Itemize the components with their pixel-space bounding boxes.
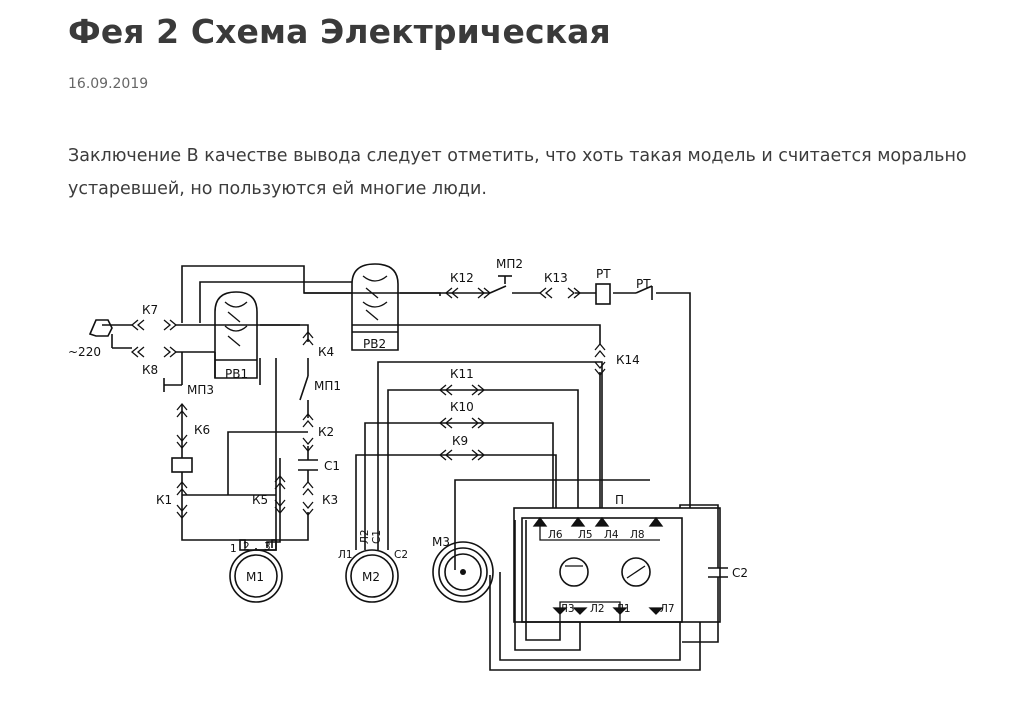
label-c2: С2 bbox=[732, 566, 748, 580]
label-m2-c1: С1 bbox=[371, 530, 383, 544]
page-title: Фея 2 Схема Электрическая bbox=[68, 12, 611, 51]
label-k14: К14 bbox=[616, 353, 640, 367]
motor-m3 bbox=[432, 541, 494, 603]
label-m1-t2: 2 bbox=[243, 541, 250, 553]
label-k1: К1 bbox=[156, 493, 172, 507]
label-m2-l1: Л1 bbox=[338, 549, 353, 561]
label-l4: Л4 bbox=[604, 529, 619, 541]
switch-mp2 bbox=[489, 275, 512, 294]
switch-mp3 bbox=[163, 378, 182, 392]
thermal-relay-rt bbox=[595, 283, 653, 305]
capacitor-c2 bbox=[708, 567, 728, 578]
program-switch-p bbox=[513, 507, 721, 623]
label-m1-t3: 3 bbox=[264, 541, 271, 553]
supply-plug-icon bbox=[88, 319, 113, 337]
label-k4: К4 bbox=[318, 345, 334, 359]
post-date: 16.09.2019 bbox=[68, 76, 149, 92]
label-mp2: МП2 bbox=[496, 257, 523, 271]
label-m2-c2: С2 bbox=[394, 549, 408, 561]
wires bbox=[102, 265, 719, 671]
label-k10: К10 bbox=[450, 400, 474, 414]
switch-mp1 bbox=[299, 375, 309, 401]
relay-rv2 bbox=[351, 263, 399, 351]
label-m1-t1: 1 bbox=[230, 543, 237, 555]
label-k11: К11 bbox=[450, 367, 474, 381]
label-p: П bbox=[615, 493, 624, 507]
electric-schematic: ~220 К7 К8 МП3 К6 К1 К5 РВ1 РВ2 К4 МП1 К… bbox=[68, 257, 748, 671]
relay-rv1 bbox=[214, 291, 258, 379]
label-l5: Л5 bbox=[578, 529, 593, 541]
label-m2: М2 bbox=[362, 570, 380, 584]
label-mp1: МП1 bbox=[314, 379, 341, 393]
schematic-labels: ~220 К7 К8 МП3 К6 К1 К5 РВ1 РВ2 К4 МП1 К… bbox=[68, 257, 748, 615]
wiring-diagram: ~220 К7 К8 МП3 К6 К1 К5 РВ1 РВ2 К4 МП1 К… bbox=[60, 250, 780, 695]
capacitor-c1 bbox=[298, 459, 318, 471]
article-paragraph: Заключение В качестве вывода следует отм… bbox=[68, 146, 967, 199]
label-k9: К9 bbox=[452, 434, 468, 448]
label-m1: М1 bbox=[246, 570, 264, 584]
label-l2: Л2 bbox=[590, 603, 605, 615]
label-l7: Л7 bbox=[660, 603, 675, 615]
label-k12: К12 bbox=[450, 271, 474, 285]
label-k2: К2 bbox=[318, 425, 334, 439]
label-supply: ~220 bbox=[68, 345, 101, 359]
label-k3: К3 bbox=[322, 493, 338, 507]
label-k13: К13 bbox=[544, 271, 568, 285]
motor-m1 bbox=[229, 539, 283, 603]
label-m2-l2: Л2 bbox=[359, 529, 371, 544]
label-k7: К7 bbox=[142, 303, 158, 317]
label-l1: Л1 bbox=[616, 603, 631, 615]
label-rv1: РВ1 bbox=[225, 367, 248, 381]
label-rt-b: РТ bbox=[636, 277, 651, 291]
label-k6: К6 bbox=[194, 423, 210, 437]
label-k5: К5 bbox=[252, 493, 268, 507]
label-rv2: РВ2 bbox=[363, 337, 386, 351]
label-l8: Л8 bbox=[630, 529, 645, 541]
label-l6a: Л6 bbox=[548, 529, 563, 541]
label-m3: М3 bbox=[432, 535, 450, 549]
motor-m2 bbox=[345, 549, 399, 603]
label-rt-a: РТ bbox=[596, 267, 611, 281]
label-mp3: МП3 bbox=[187, 383, 214, 397]
label-c1: С1 bbox=[324, 459, 340, 473]
connectors bbox=[130, 287, 606, 520]
label-k8: К8 bbox=[142, 363, 158, 377]
label-l3: Л3 bbox=[560, 603, 575, 615]
